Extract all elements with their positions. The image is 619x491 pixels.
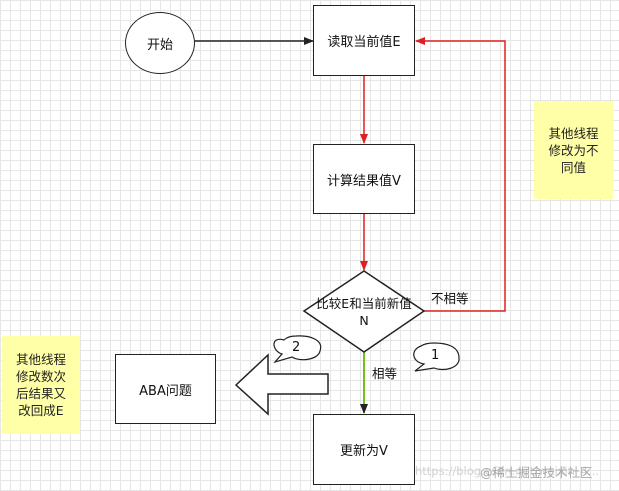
compute-result-box: 计算结果值V [313, 144, 415, 214]
note-right-line3: 同值 [560, 159, 586, 175]
aba-problem-label: ABA问题 [139, 383, 192, 399]
compare-label-line1: 比较E和当前新值 [316, 296, 412, 311]
compute-result-label: 计算结果值V [327, 173, 401, 189]
note-other-thread-restored: 其他线程 修改数次 后结果又 改回成E [2, 336, 80, 434]
bubble-two-number: 2 [292, 340, 301, 355]
aba-problem-box: ABA问题 [115, 354, 216, 424]
arrow-not-equal-loop [415, 37, 506, 312]
note-left-line3: 后结果又 [15, 386, 66, 401]
compare-label: 比较E和当前新值 N [306, 293, 422, 331]
watermark-faint-url: https://blog.csdn.net/weixin_4... [415, 464, 600, 478]
read-value-label: 读取当前值E [327, 35, 401, 50]
note-left-line4: 改回成E [18, 403, 64, 418]
start-label: 开始 [146, 37, 173, 53]
update-box: 更新为V [313, 414, 415, 485]
aba-hollow-arrow [234, 353, 329, 416]
note-right-line1: 其他线程 [548, 125, 599, 141]
compare-label-line2: N [359, 313, 369, 328]
compare-diamond [302, 270, 426, 353]
bubble-two-shape [273, 335, 322, 364]
update-label: 更新为V [340, 444, 388, 459]
note-left-line1: 其他线程 [15, 352, 66, 367]
note-other-thread-changed: 其他线程 修改为不 同值 [534, 101, 613, 199]
note-right-line2: 修改为不 [548, 142, 599, 158]
note-left-line2: 修改数次 [15, 369, 66, 384]
bubble-one-number: 1 [431, 348, 440, 363]
read-value-box: 读取当前值E [313, 5, 415, 76]
not-equal-label: 不相等 [431, 291, 469, 306]
bubble-one-shape [413, 342, 460, 372]
equal-label: 相等 [372, 366, 398, 381]
start-node: 开始 [125, 12, 195, 74]
watermark-brand: @稀土掘金技术社区 [480, 465, 593, 480]
